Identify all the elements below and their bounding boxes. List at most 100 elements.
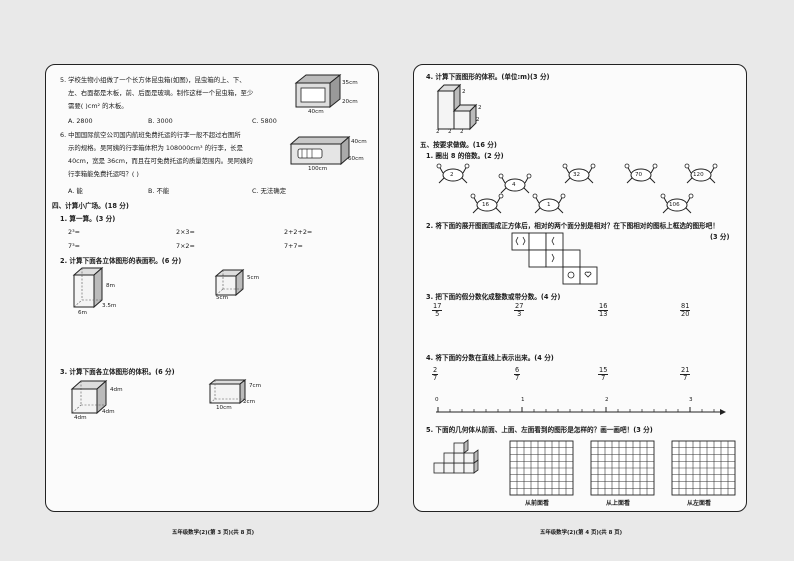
crab-number: 2: [450, 172, 454, 178]
crab-icon[interactable]: [436, 163, 470, 185]
calc-q2-title: 2. 计算下面各立体图形的表面积。(6 分): [60, 257, 182, 265]
insect-box-figure: [294, 73, 342, 109]
crab-number: 1: [547, 202, 551, 208]
dim-1: 2: [436, 129, 440, 135]
solid-blocks-figure: [433, 439, 479, 474]
calc-cell-1: 2³=: [68, 228, 80, 236]
q6-depth-label: 60cm: [348, 156, 364, 162]
number-line[interactable]: [436, 407, 726, 417]
number-line-label: 2: [605, 397, 609, 403]
cuboid-figure-d: [208, 378, 247, 405]
crab-icon[interactable]: [498, 173, 532, 195]
left-view-label: 从左面看: [687, 500, 712, 507]
crab-icon[interactable]: [532, 193, 566, 215]
cube-c-width: 4dm: [74, 415, 87, 421]
crab-icon[interactable]: [562, 163, 596, 185]
cube-figure-b: [214, 268, 245, 297]
crab-icon[interactable]: [684, 163, 718, 185]
front-view-label: 从前面看: [525, 500, 550, 507]
dim-3: 2: [460, 129, 464, 135]
r-q2-title: 2. 将下面的展开图面围成正方体后，相对的两个面分别是相对？在下图相对的图标上框…: [426, 222, 719, 230]
right-page-footer: 五年级数学(2)(第 4 页)(共 8 页): [540, 530, 623, 536]
suitcase-figure: [289, 135, 351, 166]
cube-b-side-2: 5cm: [216, 295, 229, 301]
dim-4: 2: [476, 117, 480, 123]
dim-5: 2: [478, 105, 482, 111]
q5-option-b[interactable]: B. 3000: [148, 117, 173, 125]
q6-width-label: 100cm: [308, 166, 328, 172]
number-line-label: 0: [435, 397, 439, 403]
calc-q1-title: 1. 算一算。(3 分): [60, 215, 116, 223]
cuboid-a-width: 6m: [78, 310, 88, 316]
crab-number: 32: [573, 172, 581, 178]
cuboid-d-height: 7cm: [249, 383, 262, 389]
r-q5-title: 5. 下面的几何体从前面、上面、左面看到的图形是怎样的？画一画吧！(3 分): [426, 426, 653, 434]
q6-line4: 行李箱能免费托运吗？( ): [68, 170, 139, 178]
q5-option-c[interactable]: C. 5800: [252, 117, 277, 125]
q5-line3: 需要( )cm² 的木板。: [68, 102, 128, 110]
top-view-grid[interactable]: [590, 440, 655, 496]
crab-number: 120: [693, 172, 704, 178]
q5-depth-label: 20cm: [342, 99, 358, 105]
cube-net-figure: [511, 232, 598, 285]
r-q4-title: 4. 计算下面图形的体积。(单位:m)(3 分): [426, 73, 550, 81]
q6-height-label: 40cm: [351, 139, 367, 145]
r-q3-title: 3. 把下面的假分数化成整数或带分数。(4 分): [426, 293, 561, 301]
crab-number: 106: [669, 202, 680, 208]
cube-figure-c: [70, 379, 108, 415]
cube-b-side-1: 5cm: [247, 275, 260, 281]
cuboid-a-height: 8m: [106, 283, 116, 289]
crab-number: 4: [512, 182, 516, 188]
q6-line1: 6. 中国国际航空公司国内航班免费托运的行李一般不超过右图所: [60, 131, 241, 139]
q5-line2: 左、右面都是木板，前、后面是玻璃。制作这样一个昆虫箱，至少: [68, 89, 254, 97]
section-4-title: 四、计算小广场。(18 分): [52, 202, 129, 210]
q6-option-b[interactable]: B. 不能: [148, 187, 170, 195]
cube-c-depth: 4dm: [102, 409, 115, 415]
right-page: 4. 计算下面图形的体积。(单位:m)(3 分) 2 2 2 2 2 2 五、按…: [413, 64, 747, 512]
left-view-grid[interactable]: [671, 440, 736, 496]
dim-6: 2: [462, 89, 466, 95]
left-page: 5. 学校生物小组做了一个长方体昆虫箱(如图)，昆虫箱的上、下、 左、右面都是木…: [45, 64, 379, 512]
stacked-cuboid-figure: [436, 83, 478, 131]
q5-height-label: 35cm: [342, 80, 358, 86]
calc-cell-3: 2+2+2=: [284, 228, 313, 236]
calc-cell-6: 7+7=: [284, 242, 303, 250]
dim-2: 2: [448, 129, 452, 135]
r-q1-title: 1. 圈出 8 的倍数。(2 分): [426, 152, 504, 160]
calc-cell-2: 2×3=: [176, 228, 195, 236]
q6-option-c[interactable]: C. 无法确定: [252, 187, 287, 195]
r-q4b-title: 4. 将下面的分数在直线上表示出来。(4 分): [426, 354, 554, 362]
q5-line1: 5. 学校生物小组做了一个长方体昆虫箱(如图)，昆虫箱的上、下、: [60, 76, 246, 84]
cuboid-a-depth: 3.5m: [102, 303, 117, 309]
cube-c-height: 4dm: [110, 387, 123, 393]
section-5-title: 五、按要求做做。(16 分): [420, 141, 497, 149]
number-line-label: 1: [521, 397, 525, 403]
crab-icon[interactable]: [624, 163, 658, 185]
number-line-label: 3: [689, 397, 693, 403]
q6-line2: 示的规格。吴阿姨的行李箱体积为 108000cm³ 的行李，长是: [68, 144, 243, 152]
cuboid-figure-a: [72, 266, 104, 309]
calc-cell-5: 7×2=: [176, 242, 195, 250]
q5-option-a[interactable]: A. 2800: [68, 117, 93, 125]
q5-width-label: 40cm: [308, 109, 324, 115]
front-view-grid[interactable]: [509, 440, 574, 496]
left-page-footer: 五年级数学(2)(第 3 页)(共 8 页): [172, 530, 255, 536]
calc-q3-title: 3. 计算下面各立体图形的体积。(6 分): [60, 368, 175, 376]
top-view-label: 从上面看: [606, 500, 631, 507]
crab-number: 70: [635, 172, 643, 178]
crab-number: 16: [482, 202, 490, 208]
cuboid-d-depth: 2cm: [243, 399, 256, 405]
calc-cell-4: 7³=: [68, 242, 80, 250]
q6-option-a[interactable]: A. 能: [68, 187, 83, 195]
crab-icon[interactable]: [660, 193, 694, 215]
crab-icon[interactable]: [470, 193, 504, 215]
r-q2-points: (3 分): [710, 233, 730, 241]
